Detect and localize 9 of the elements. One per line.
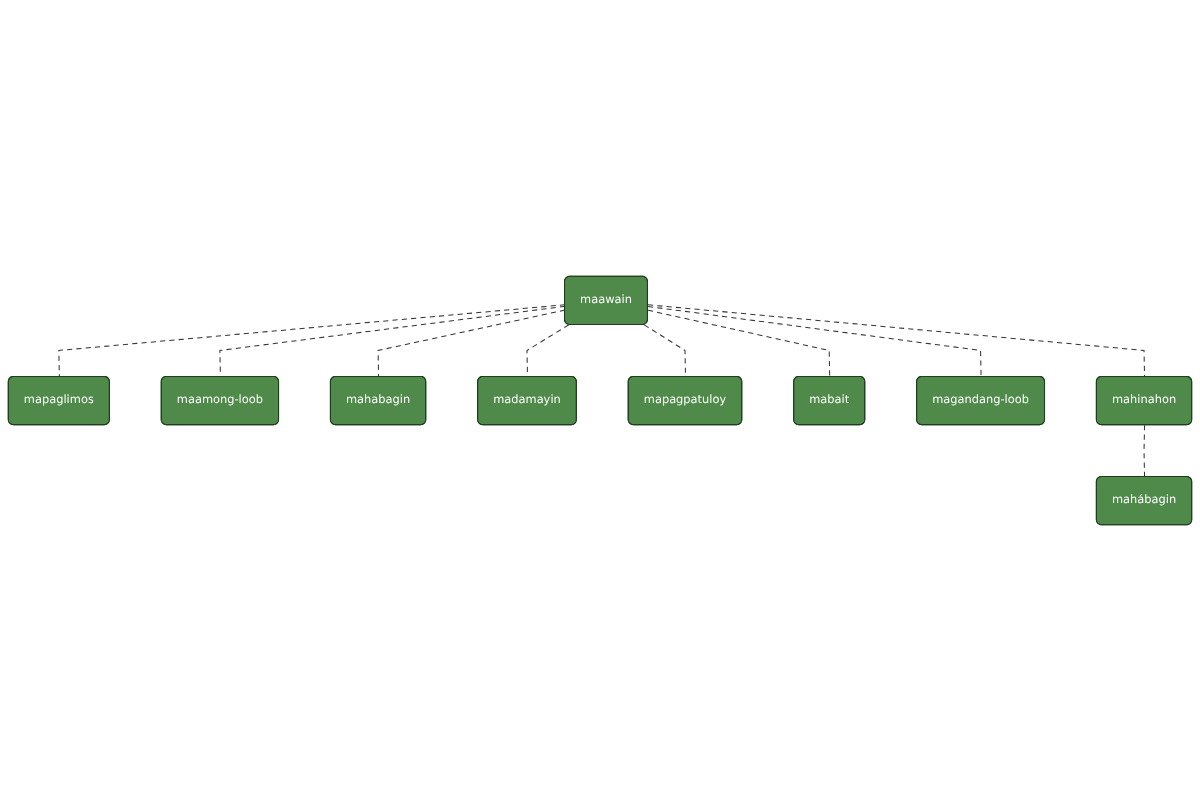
connector <box>643 323 687 377</box>
connector <box>58 303 566 377</box>
connector <box>526 323 570 377</box>
connector <box>647 303 1146 377</box>
connector <box>647 309 831 377</box>
connector <box>1143 424 1146 477</box>
connector <box>377 309 566 377</box>
connector <box>219 305 566 377</box>
connector <box>647 305 982 377</box>
